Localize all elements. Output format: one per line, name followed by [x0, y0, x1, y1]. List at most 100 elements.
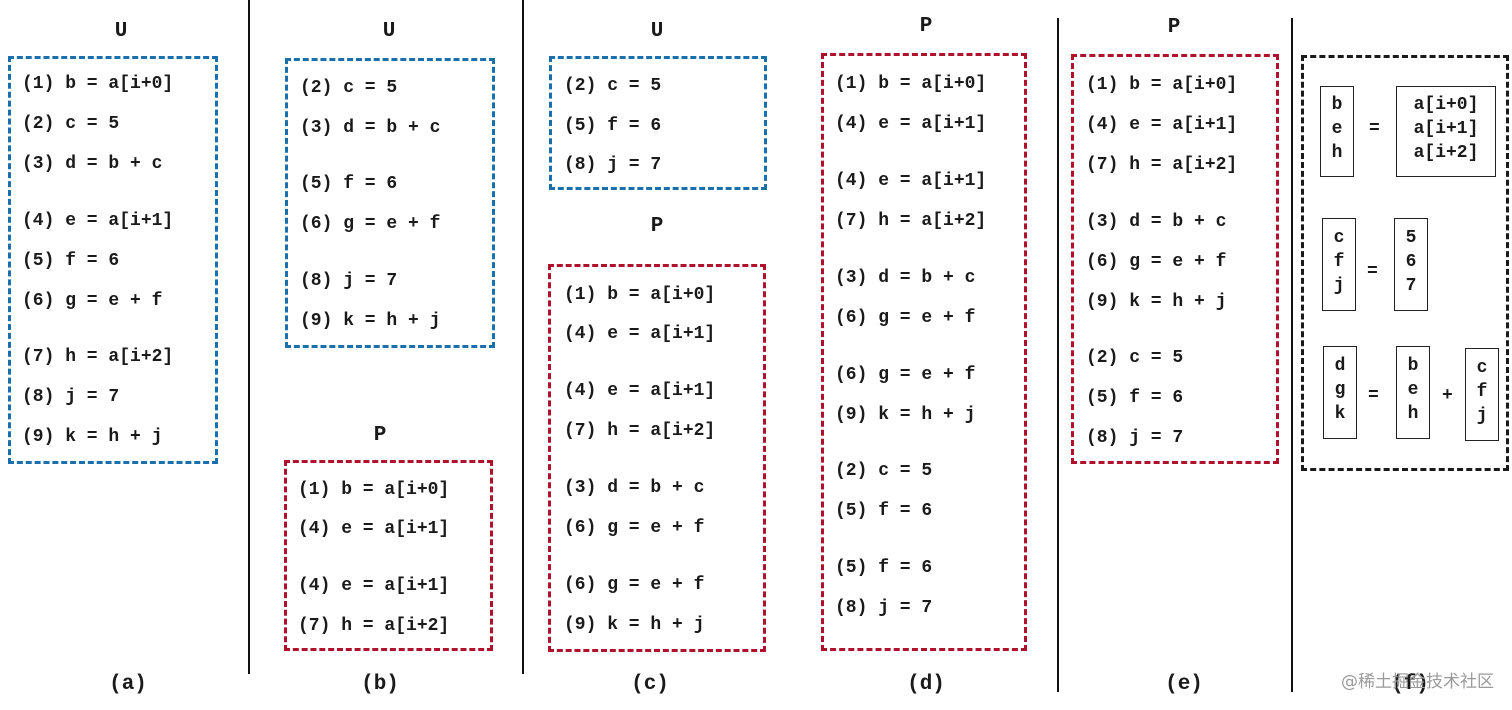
code-line: (7) h = a[i+2]: [298, 616, 450, 636]
divider-ef: [1291, 18, 1293, 692]
vector-cell: b: [1331, 95, 1343, 115]
code-line: (1) b = a[i+0]: [1086, 75, 1238, 95]
code-line: (1) b = a[i+0]: [298, 480, 450, 500]
code-line: (2) c = 5: [564, 76, 662, 96]
code-line: (9) k = h + j: [300, 311, 441, 331]
vector-cell: b: [1407, 356, 1419, 376]
code-line: (8) j = 7: [22, 387, 120, 407]
plus-sign: +: [1442, 386, 1453, 406]
vector-cell: h: [1407, 404, 1419, 424]
panel-c-label: (c): [631, 673, 669, 696]
vector-cell: a[i+2]: [1413, 143, 1479, 163]
code-line: (6) g = e + f: [835, 308, 976, 328]
vector-cell: d: [1334, 356, 1346, 376]
code-line: (6) g = e + f: [1086, 252, 1227, 272]
vector-rhs-beh: b e h: [1396, 346, 1430, 439]
vector-rhs-loads: a[i+0] a[i+1] a[i+2]: [1396, 86, 1496, 177]
code-line: (6) g = e + f: [564, 575, 705, 595]
code-line: (7) h = a[i+2]: [564, 421, 716, 441]
vector-cell: e: [1407, 380, 1419, 400]
code-line: (2) c = 5: [835, 461, 933, 481]
vector-lhs-dgk: d g k: [1323, 346, 1357, 439]
divider-de: [1057, 18, 1059, 692]
code-line: (3) d = b + c: [300, 118, 441, 138]
code-line: (3) d = b + c: [835, 268, 976, 288]
vector-cell: 5: [1405, 228, 1417, 248]
code-line: (2) c = 5: [22, 114, 120, 134]
code-line: (8) j = 7: [564, 155, 662, 175]
code-line: (5) f = 6: [564, 116, 662, 136]
vector-cell: 6: [1405, 252, 1417, 272]
panel-d-title-p: P: [919, 15, 933, 38]
panel-d-label: (d): [907, 673, 945, 696]
code-line: (6) g = e + f: [564, 518, 705, 538]
code-line: (4) e = a[i+1]: [564, 381, 716, 401]
code-line: (5) f = 6: [1086, 388, 1184, 408]
vector-cell: g: [1334, 380, 1346, 400]
code-line: (9) k = h + j: [22, 427, 163, 447]
code-line: (6) g = e + f: [22, 291, 163, 311]
code-line: (3) d = b + c: [564, 478, 705, 498]
vector-cell: a[i+0]: [1413, 95, 1479, 115]
code-line: (4) e = a[i+1]: [835, 114, 987, 134]
panel-c-title-p: P: [650, 215, 664, 238]
code-line: (9) k = h + j: [564, 615, 705, 635]
code-line: (4) e = a[i+1]: [298, 519, 450, 539]
vector-cell: a[i+1]: [1413, 119, 1479, 139]
panel-c-p-box: [548, 264, 766, 652]
code-line: (6) g = e + f: [835, 365, 976, 385]
code-line: (7) h = a[i+2]: [1086, 155, 1238, 175]
vector-cell: k: [1334, 404, 1346, 424]
equals-sign: =: [1369, 119, 1380, 139]
code-line: (3) d = b + c: [1086, 212, 1227, 232]
code-line: (8) j = 7: [300, 271, 398, 291]
code-line: (6) g = e + f: [300, 214, 441, 234]
code-line: (1) b = a[i+0]: [564, 285, 716, 305]
vector-cell: c: [1333, 228, 1345, 248]
code-line: (4) e = a[i+1]: [564, 324, 716, 344]
code-line: (7) h = a[i+2]: [835, 211, 987, 231]
vector-lhs-beh: b e h: [1320, 86, 1354, 177]
code-line: (5) f = 6: [835, 558, 933, 578]
vector-cell: f: [1333, 252, 1345, 272]
panel-a-u-box: [8, 56, 218, 464]
panel-b-u-box: [285, 58, 495, 348]
divider-ab: [248, 0, 250, 674]
code-line: (8) j = 7: [835, 598, 933, 618]
code-line: (9) k = h + j: [1086, 292, 1227, 312]
code-line: (1) b = a[i+0]: [22, 74, 174, 94]
vector-rhs-consts: 5 6 7: [1394, 218, 1428, 311]
equals-sign: =: [1367, 262, 1378, 282]
code-line: (3) d = b + c: [22, 154, 163, 174]
panel-e-label: (e): [1165, 673, 1203, 696]
vector-cell: f: [1476, 382, 1488, 402]
panel-c-u-box: [549, 56, 767, 190]
code-line: (2) c = 5: [300, 78, 398, 98]
vector-cell: j: [1333, 276, 1345, 296]
code-line: (8) j = 7: [1086, 428, 1184, 448]
code-line: (4) e = a[i+1]: [1086, 115, 1238, 135]
code-line: (4) e = a[i+1]: [298, 576, 450, 596]
panel-a-title-u: U: [114, 20, 128, 43]
equals-sign: =: [1368, 386, 1379, 406]
code-line: (7) h = a[i+2]: [22, 347, 174, 367]
vector-cell: c: [1476, 358, 1488, 378]
divider-bc: [522, 0, 524, 674]
code-line: (5) f = 6: [22, 251, 120, 271]
panel-a-label: (a): [109, 673, 147, 696]
vector-cell: e: [1331, 119, 1343, 139]
watermark-text: @稀土掘金技术社区: [1341, 672, 1494, 692]
panel-b-label: (b): [361, 673, 399, 696]
vector-cell: 7: [1405, 276, 1417, 296]
vector-cell: h: [1331, 143, 1343, 163]
panel-e-p-box: [1071, 54, 1279, 464]
vector-cell: j: [1476, 406, 1488, 426]
panel-d-p-box: [821, 53, 1027, 651]
code-line: (5) f = 6: [835, 501, 933, 521]
code-line: (4) e = a[i+1]: [835, 171, 987, 191]
vector-lhs-cfj: c f j: [1322, 218, 1356, 311]
code-line: (5) f = 6: [300, 174, 398, 194]
panel-e-title-p: P: [1167, 16, 1181, 39]
code-line: (9) k = h + j: [835, 405, 976, 425]
panel-b-title-p: P: [373, 424, 387, 447]
